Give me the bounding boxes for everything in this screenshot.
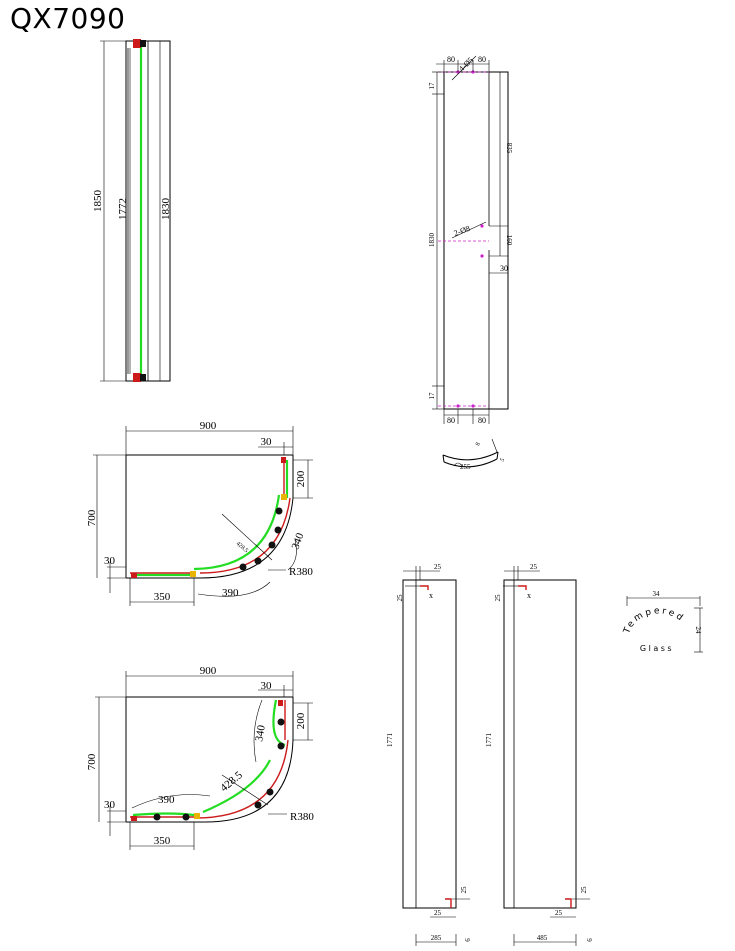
top-seal-icon <box>133 39 141 48</box>
dim-width: 285 <box>431 934 442 942</box>
curve-detail: 8 5 255 <box>442 438 507 471</box>
plan-view-1: 900 30 700 30 350 200 390 340 428.5 R380 <box>86 420 313 606</box>
dim-diag: 428.5 <box>235 541 249 554</box>
dim-width: 485 <box>537 934 548 942</box>
dim-panel: 1830 <box>160 198 172 221</box>
mark-height: 24 <box>694 627 702 635</box>
dim-base-short: 30 <box>104 799 116 811</box>
panel-mark: x <box>429 591 433 600</box>
side-profile: 1850 1772 1830 <box>92 39 172 382</box>
curve-width: 255 <box>460 463 471 471</box>
dim-height: 1771 <box>386 733 394 748</box>
mark-top-word-path: Tempered <box>622 606 684 636</box>
dim-bottom: 25 <box>434 909 442 917</box>
roller-icon <box>254 801 262 809</box>
roller-icon <box>277 718 285 726</box>
dim-corner: 30 <box>261 436 273 448</box>
corner-seal-icon <box>131 573 137 578</box>
roller-icon <box>268 541 276 549</box>
curve-edge: 5 <box>500 457 507 463</box>
roller-icon <box>254 557 262 565</box>
panel-outline <box>443 71 509 410</box>
dim-top-right: 80 <box>478 55 486 64</box>
glass-panel-2: x 25 25 1771 25 25 485 6 <box>485 563 594 946</box>
dim-door-2: 340 <box>253 724 268 743</box>
hinge-icon <box>281 494 287 500</box>
roller-icon <box>275 507 283 515</box>
dim-top-left: 80 <box>447 55 455 64</box>
top-clip-icon <box>140 40 146 47</box>
dim-top: 25 <box>434 563 442 571</box>
roller-icon <box>153 813 161 821</box>
dim-side: 25 <box>396 594 404 602</box>
dim-bottom: 25 <box>555 909 563 917</box>
dim-mid-offset: 30 <box>500 264 508 273</box>
curve-thick: 8 <box>475 442 482 447</box>
roller-icon <box>182 813 190 821</box>
dim-bottom-right: 80 <box>478 416 486 425</box>
dim-upper-span: 835 <box>505 143 513 154</box>
glass-panel-1: x 25 25 1771 25 25 285 6 <box>386 563 472 946</box>
dim-height: 1771 <box>485 733 493 748</box>
mark-bottom-word: Glass <box>640 644 674 653</box>
hole-marker-icon <box>480 224 484 228</box>
panel-mark: x <box>527 591 531 600</box>
hole-marker-icon <box>456 404 460 408</box>
panel-drawing: 80 80 4-Ø5 17 1830 17 835 160 30 2-Ø8 80… <box>428 55 513 425</box>
hole-spec-mid: 2-Ø8 <box>453 224 472 238</box>
dim-side-short: 200 <box>295 470 307 487</box>
dim-width: 900 <box>200 420 217 432</box>
dim-thick: 6 <box>464 938 472 942</box>
dim-width: 900 <box>200 665 217 677</box>
dim-height: 1830 <box>428 233 436 248</box>
dim-depth: 700 <box>86 509 98 526</box>
mark-top-word: Tempered <box>622 606 687 636</box>
plan-view-2: 900 30 700 30 350 200 390 340 428.5 R380 <box>86 665 314 850</box>
dim-bottom-offset: 17 <box>428 392 436 400</box>
dim-mid-span: 160 <box>505 235 513 246</box>
dim-bottom-left: 80 <box>447 416 455 425</box>
hole-marker-icon <box>480 254 484 258</box>
roller-icon <box>266 788 274 796</box>
dim-inner: 1772 <box>117 198 129 220</box>
roller-icon <box>274 526 282 534</box>
dim-corner: 30 <box>261 680 273 692</box>
dim-door-1: 390 <box>222 587 239 599</box>
corner-seal-icon <box>278 700 283 706</box>
drawing-title: QX7090 <box>10 2 126 35</box>
dim-bottom-side: 25 <box>460 886 468 894</box>
dim-radius: R380 <box>289 566 313 578</box>
dim-side: 25 <box>494 594 502 602</box>
dim-side-short: 200 <box>295 712 307 729</box>
dim-overall: 1850 <box>92 190 104 213</box>
hole-marker-icon <box>471 404 475 408</box>
dim-door-1: 390 <box>158 794 175 806</box>
dim-base-left: 350 <box>154 835 171 847</box>
dim-thick: 6 <box>586 938 594 942</box>
roller-icon <box>277 742 285 750</box>
corner-seal-icon <box>131 816 137 821</box>
dim-depth: 700 <box>86 753 98 770</box>
hinge-icon <box>190 571 196 577</box>
dim-radius: R380 <box>290 811 314 823</box>
dim-top: 25 <box>530 563 538 571</box>
dim-bottom-side: 25 <box>580 886 588 894</box>
roller-icon <box>239 563 247 571</box>
dim-door-2: 340 <box>290 531 307 551</box>
dim-base-short: 30 <box>104 555 116 567</box>
mark-width: 34 <box>653 590 661 598</box>
dim-base-left: 350 <box>154 591 171 603</box>
tempered-glass-mark: 34 24 Tempered Glass <box>622 590 703 653</box>
dim-top-offset: 17 <box>428 82 436 90</box>
bottom-seal-icon <box>133 373 141 382</box>
corner-seal-icon <box>281 457 286 463</box>
hinge-icon <box>194 813 200 819</box>
bottom-clip-icon <box>140 374 146 381</box>
